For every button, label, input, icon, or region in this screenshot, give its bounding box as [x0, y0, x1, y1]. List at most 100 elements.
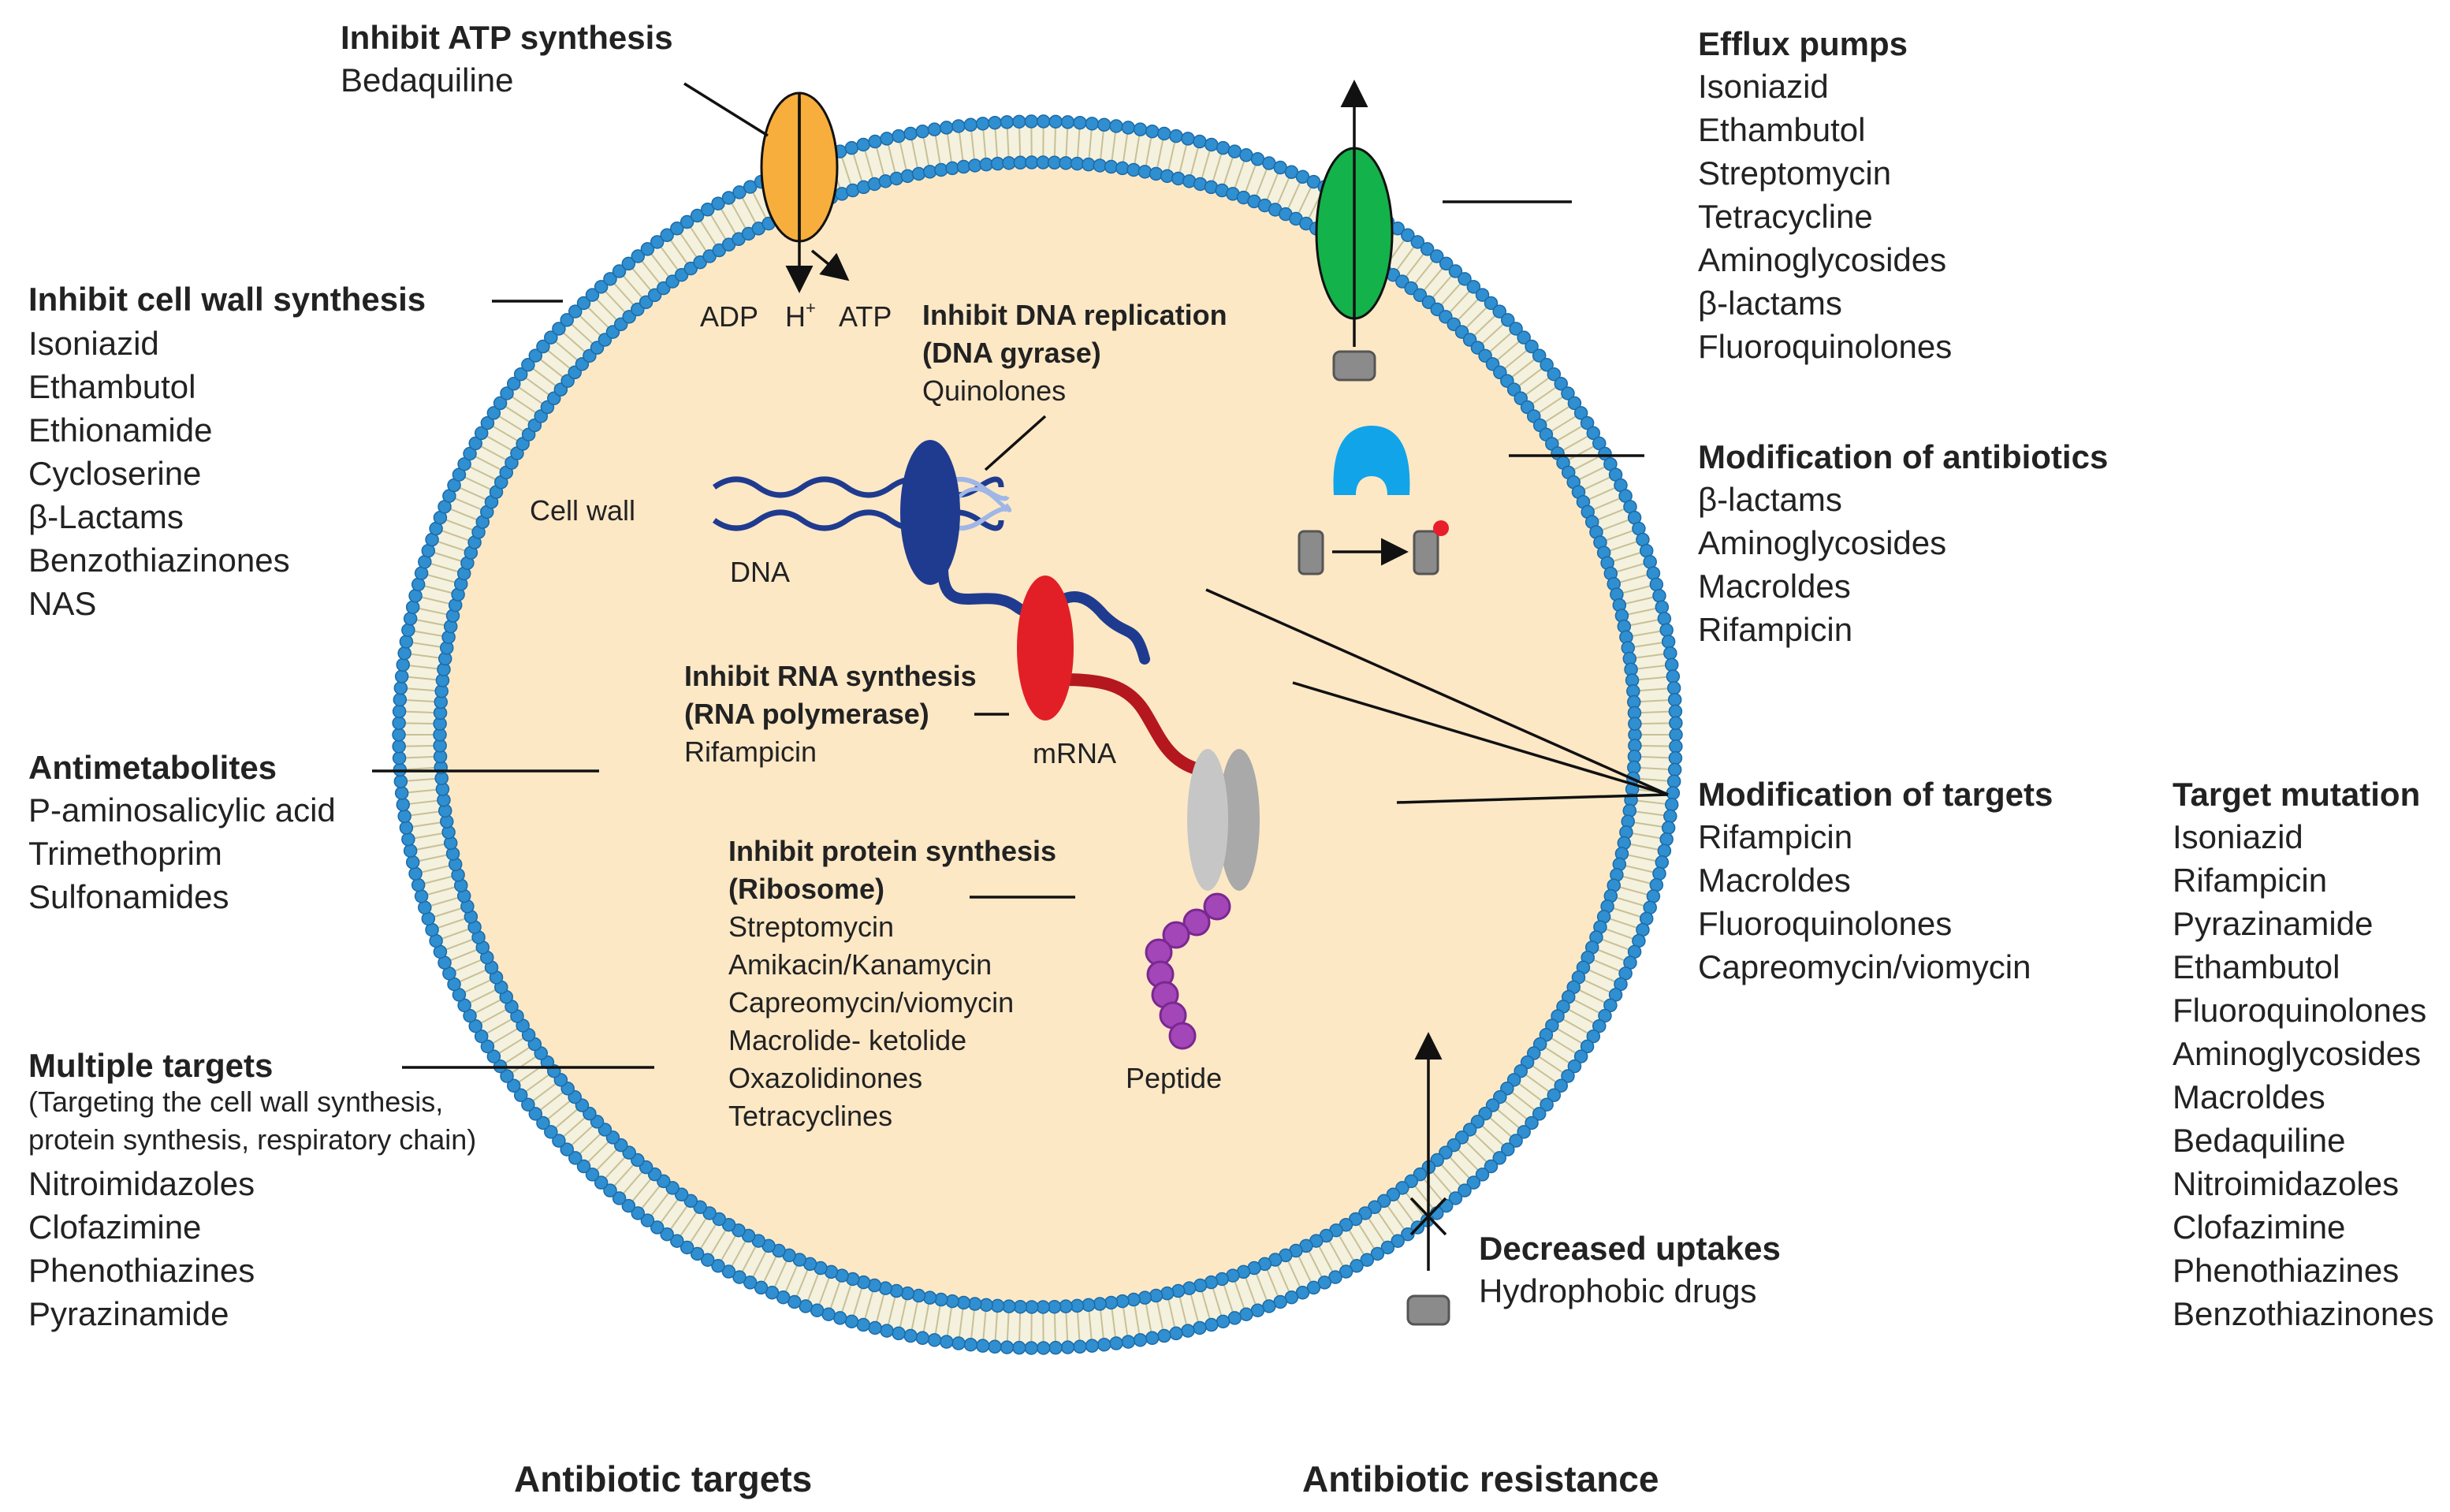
substrate-drug-icon [1298, 530, 1324, 575]
ef-drug-2: Streptomycin [1698, 155, 1891, 192]
cws-drug-5: Benzothiazinones [28, 542, 290, 579]
peptide-chain [1145, 892, 1231, 1050]
cws-drug-6: NAS [28, 585, 96, 622]
ps-drug-2: Capreomycin/viomycin [728, 986, 1014, 1019]
decreased-uptake [1406, 1032, 1450, 1326]
cws-drug-1: Ethambutol [28, 368, 195, 405]
tm-drug-8: Nitroimidazoles [2173, 1165, 2399, 1202]
ef-drug-0: Isoniazid [1698, 68, 1829, 105]
rna-polymerase-icon [1017, 575, 1074, 721]
antimetabolite-drug-1: Trimethoprim [28, 835, 222, 872]
ps-drug-5: Tetracyclines [728, 1100, 892, 1132]
modifying-enzyme-icon [1333, 426, 1410, 495]
adp-label: ADP [700, 300, 758, 333]
rna-synthesis-drug: Rifampicin [684, 736, 817, 768]
atp-leader-line [683, 82, 769, 137]
atp-synthase: ADP H+ ATP [683, 82, 892, 333]
ef-drug-3: Tetracycline [1698, 198, 1873, 235]
ef-drug-4: Aminoglycosides [1698, 241, 1946, 278]
atp-label: ATP [839, 300, 892, 333]
rna-synthesis-title-1: (RNA polymerase) [684, 698, 929, 730]
ma-drug-2: Macroldes [1698, 568, 1851, 605]
ef-drug-1: Ethambutol [1698, 111, 1865, 148]
target-mutation-title: Target mutation [2173, 776, 2420, 813]
mtg-drug-1: Macroldes [1698, 862, 1851, 899]
mtg-drug-0: Rifampicin [1698, 818, 1852, 855]
footer-antibiotic-targets: Antibiotic targets [514, 1458, 812, 1499]
mtg-drug-3: Capreomycin/viomycin [1698, 948, 2031, 985]
tm-drug-11: Benzothiazinones [2173, 1295, 2434, 1332]
modified-drug-icon [1413, 530, 1439, 575]
ps-drug-0: Streptomycin [728, 911, 894, 943]
dna-label: DNA [730, 556, 790, 588]
efflux-title: Efflux pumps [1698, 25, 1908, 62]
tm-drug-3: Ethambutol [2173, 948, 2340, 985]
atp-title: Inhibit ATP synthesis [341, 19, 673, 56]
tm-drug-2: Pyrazinamide [2173, 905, 2373, 942]
protein-synthesis-title-0: Inhibit protein synthesis [728, 835, 1056, 867]
ribosome-icon [1187, 749, 1228, 891]
antimetabolite-drug-2: Sulfonamides [28, 878, 229, 915]
mrna-label: mRNA [1033, 737, 1116, 769]
mtg-drug-2: Fluoroquinolones [1698, 905, 1952, 942]
dna-replication-title-1: (DNA gyrase) [922, 337, 1101, 369]
efflux-pump [1315, 80, 1572, 382]
modification-antibiotics-title: Modification of antibiotics [1698, 438, 2108, 475]
tm-drug-4: Fluoroquinolones [2173, 992, 2426, 1029]
ps-drug-3: Macrolide- ketolide [728, 1024, 966, 1056]
rna-synthesis-title-0: Inhibit RNA synthesis [684, 660, 977, 692]
modification-targets-leaders [1205, 588, 1669, 804]
cws-drug-2: Ethionamide [28, 412, 212, 449]
mt-drug-1: Clofazimine [28, 1208, 201, 1246]
ma-drug-0: β-lactams [1698, 481, 1842, 518]
ef-drug-6: Fluoroquinolones [1698, 328, 1952, 365]
dna-replication-drug: Quinolones [922, 374, 1066, 407]
ps-drug-4: Oxazolidinones [728, 1062, 922, 1094]
tm-drug-10: Phenothiazines [2173, 1252, 2399, 1289]
modification-dot-icon [1433, 520, 1449, 536]
efflux-drug-list: Isoniazid Ethambutol Streptomycin Tetrac… [1698, 68, 1952, 365]
decreased-uptakes-drug: Hydrophobic drugs [1479, 1272, 1757, 1309]
atp-drug: Bedaquiline [341, 61, 514, 99]
tm-drug-0: Isoniazid [2173, 818, 2303, 855]
ef-drug-5: β-lactams [1698, 285, 1842, 322]
mt-drug-2: Phenothiazines [28, 1252, 255, 1289]
dna-polymerase-icon [900, 440, 960, 585]
h-label: H+ [785, 298, 816, 333]
cell-wall-synthesis-title: Inhibit cell wall synthesis [28, 281, 426, 318]
tm-drug-9: Clofazimine [2173, 1208, 2345, 1246]
membrane-outer-beads [392, 114, 1683, 1355]
efflux-drug-icon [1332, 350, 1376, 382]
hydrophobic-drug-icon [1406, 1294, 1450, 1326]
protein-synthesis-title-1: (Ribosome) [728, 873, 884, 905]
target-mutation-drug-list: Isoniazid Rifampicin Pyrazinamide Ethamb… [2173, 818, 2434, 1332]
cell-wall-synthesis-drug-list: Isoniazid Ethambutol Ethionamide Cyclose… [28, 325, 290, 622]
decreased-uptakes-title: Decreased uptakes [1479, 1230, 1781, 1267]
modifying-enzyme [1298, 426, 1644, 575]
antimetabolite-drug-0: P-aminosalicylic acid [28, 791, 336, 829]
ribosome-icon-back [1219, 749, 1260, 891]
cell-wall-label: Cell wall [530, 494, 635, 527]
tm-drug-5: Aminoglycosides [2173, 1035, 2421, 1072]
ma-drug-1: Aminoglycosides [1698, 524, 1946, 561]
dna-replication-title-0: Inhibit DNA replication [922, 299, 1227, 331]
cws-drug-3: Cycloserine [28, 455, 201, 492]
mrna-strand [1058, 673, 1212, 777]
tm-drug-7: Bedaquiline [2173, 1122, 2346, 1159]
dna-replication-leader [984, 415, 1047, 471]
multiple-targets-title: Multiple targets [28, 1047, 273, 1084]
ps-drug-1: Amikacin/Kanamycin [728, 948, 992, 981]
ma-drug-3: Rifampicin [1698, 611, 1852, 648]
multiple-targets-note-0: (Targeting the cell wall synthesis, [28, 1086, 443, 1118]
multiple-targets-note-1: protein synthesis, respiratory chain) [28, 1123, 476, 1156]
cws-drug-0: Isoniazid [28, 325, 159, 362]
mt-drug-3: Pyrazinamide [28, 1295, 229, 1332]
footer-antibiotic-resistance: Antibiotic resistance [1302, 1458, 1659, 1499]
tm-drug-1: Rifampicin [2173, 862, 2327, 899]
modification-targets-title: Modification of targets [1698, 776, 2053, 813]
antimetabolites-title: Antimetabolites [28, 749, 277, 786]
cws-drug-4: β-Lactams [28, 498, 184, 535]
mt-drug-0: Nitroimidazoles [28, 1165, 255, 1202]
tm-drug-6: Macroldes [2173, 1078, 2325, 1115]
